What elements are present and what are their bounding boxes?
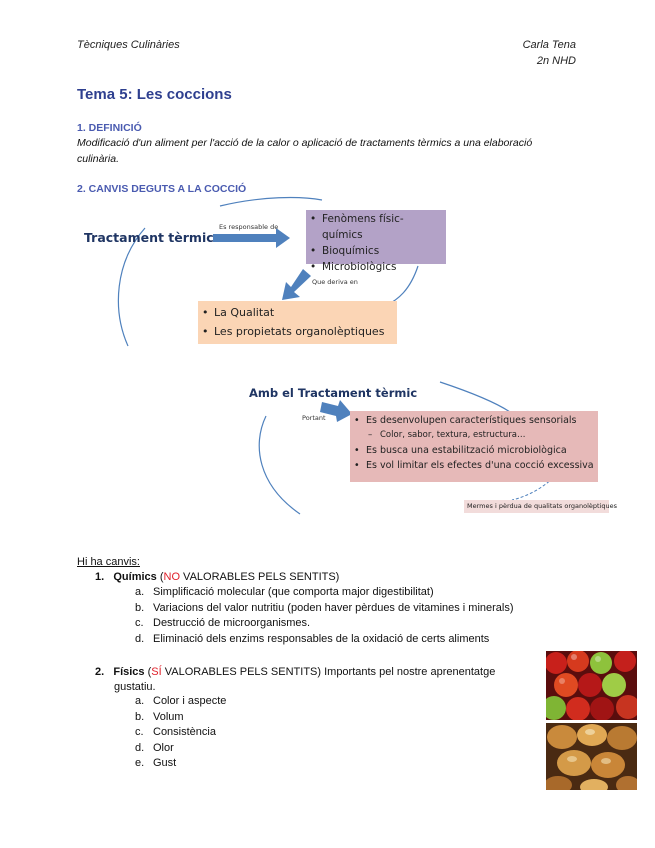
diagram1-top-curve	[219, 196, 323, 207]
list-text: Variacions del valor nutritiu (poden hav…	[153, 601, 514, 614]
list-text: Color i aspecte	[153, 695, 227, 707]
section-definition-heading: 1. DEFINICIÓ	[77, 122, 142, 134]
pink-box: Es desenvolupen característiques sensori…	[350, 411, 598, 482]
diagram2-arrow-label: Portant	[302, 414, 326, 422]
chemical-paren-rest: VALORABLES PELS SENTITS)	[180, 571, 340, 583]
diagram1-arrow-label: Es responsable de	[219, 223, 279, 231]
list-text: Destrucció de microorganismes.	[153, 617, 311, 629]
diagram1-left-curve	[117, 227, 146, 347]
page-title: Tema 5: Les coccions	[77, 86, 232, 103]
list-item: c. Destrucció de microorganismes.	[135, 617, 514, 633]
chemical-paren-open: (	[156, 571, 164, 583]
pink-box-item: Es desenvolupen característiques sensori…	[352, 413, 596, 428]
list-item: a. Color i aspecte	[135, 695, 226, 711]
chemical-highlight: NO	[163, 571, 181, 583]
chemical-list: a. Simplificació molecular (que comporta …	[135, 586, 514, 648]
list-letter: a.	[135, 695, 145, 707]
list-item: e. Gust	[135, 757, 226, 773]
list-text: Eliminació dels enzims responsables de l…	[153, 632, 490, 645]
physical-continuation: gustatiu.	[114, 681, 156, 693]
list-item: b. Variacions del valor nutritiu (poden h…	[135, 602, 514, 618]
chemical-name: Químics	[113, 571, 157, 583]
list-letter: b.	[135, 710, 145, 723]
list-item: a. Simplificació molecular (que comporta …	[135, 586, 514, 602]
baked-apples-photo	[546, 723, 637, 790]
header-course: Tècniques Culinàries	[77, 39, 180, 51]
diagram2-top-curve	[439, 381, 511, 413]
section-changes-heading: 2. CANVIS DEGUTS A LA COCCIÓ	[77, 183, 247, 195]
diagram1-down-arrow-label: Que deriva en	[312, 278, 358, 286]
diagram1-title: Tractament tèrmic	[84, 230, 214, 245]
list-letter: b.	[135, 601, 145, 614]
list-text: Simplificació molecular (que comporta ma…	[153, 586, 434, 598]
pink-box-item: Es busca una estabilització microbiològi…	[352, 443, 596, 458]
apples-illustration	[546, 651, 637, 720]
physical-heading: 2. Físics (SÍ VALORABLES PELS SENTITS) I…	[95, 664, 535, 680]
list-item: d. Olor	[135, 742, 226, 758]
diagram2-note-curve	[511, 477, 554, 501]
list-letter: a.	[135, 586, 145, 598]
list-text: Gust	[153, 757, 177, 769]
list-item: d. Eliminació dels enzims responsables de…	[135, 633, 514, 649]
apples-photo	[546, 651, 637, 720]
physical-name: Físics	[113, 666, 145, 678]
header-group: 2n NHD	[536, 55, 576, 67]
physical-paren-rest: VALORABLES PELS SENTITS) Importants pel …	[161, 666, 496, 678]
list-item: c. Consistència	[135, 726, 226, 742]
orange-box-item: La Qualitat	[200, 303, 395, 322]
arrow-right-2	[320, 400, 352, 422]
diagram2-title: Amb el Tractament tèrmic	[249, 386, 418, 400]
purple-box-item: Fenòmens físic-químics	[308, 211, 444, 243]
physical-paren-open: (	[144, 666, 152, 678]
pink-box-subitem: Color, sabor, textura, estructura…	[352, 428, 596, 443]
changes-intro: Hi ha canvis:	[77, 556, 140, 568]
purple-box: Fenòmens físic-químics Bioquímics Microb…	[306, 210, 446, 275]
orange-box: La Qualitat Les propietats organolèptiqu…	[198, 301, 397, 344]
pink-box-item: Es vol limitar els efectes d'una cocció …	[352, 458, 596, 473]
definition-text: Modificació d'un aliment per l'acció de …	[77, 137, 533, 165]
purple-box-item: Bioquímics	[308, 243, 444, 259]
physical-number: 2.	[95, 666, 105, 678]
chemical-number: 1.	[95, 571, 105, 583]
list-letter: e.	[135, 757, 145, 769]
list-letter: c.	[135, 726, 144, 738]
list-letter: d.	[135, 741, 145, 754]
list-item: b. Volum	[135, 711, 226, 727]
physical-highlight: SÍ	[151, 666, 162, 678]
list-letter: c.	[135, 617, 144, 629]
note-box: Mermes i pèrdua de qualitats organolèpti…	[464, 500, 617, 513]
orange-box-item: Les propietats organolèptiques	[200, 322, 395, 341]
list-text: Volum	[153, 710, 184, 723]
purple-box-item: Microbiològics	[308, 259, 444, 275]
list-text: Consistència	[153, 726, 216, 738]
baked-apples-illustration	[546, 723, 637, 790]
list-letter: d.	[135, 632, 145, 645]
arrow-down-left	[282, 269, 311, 300]
physical-list: a. Color i aspecte b. Volum c. Consistència…	[135, 695, 226, 773]
chemical-heading: 1. Químics (NO VALORABLES PELS SENTITS)	[95, 571, 339, 583]
list-text: Olor	[153, 741, 174, 754]
diagram2-left-curve	[258, 415, 301, 515]
header-author: Carla Tena	[522, 39, 576, 51]
arrow-right-1	[213, 228, 290, 248]
